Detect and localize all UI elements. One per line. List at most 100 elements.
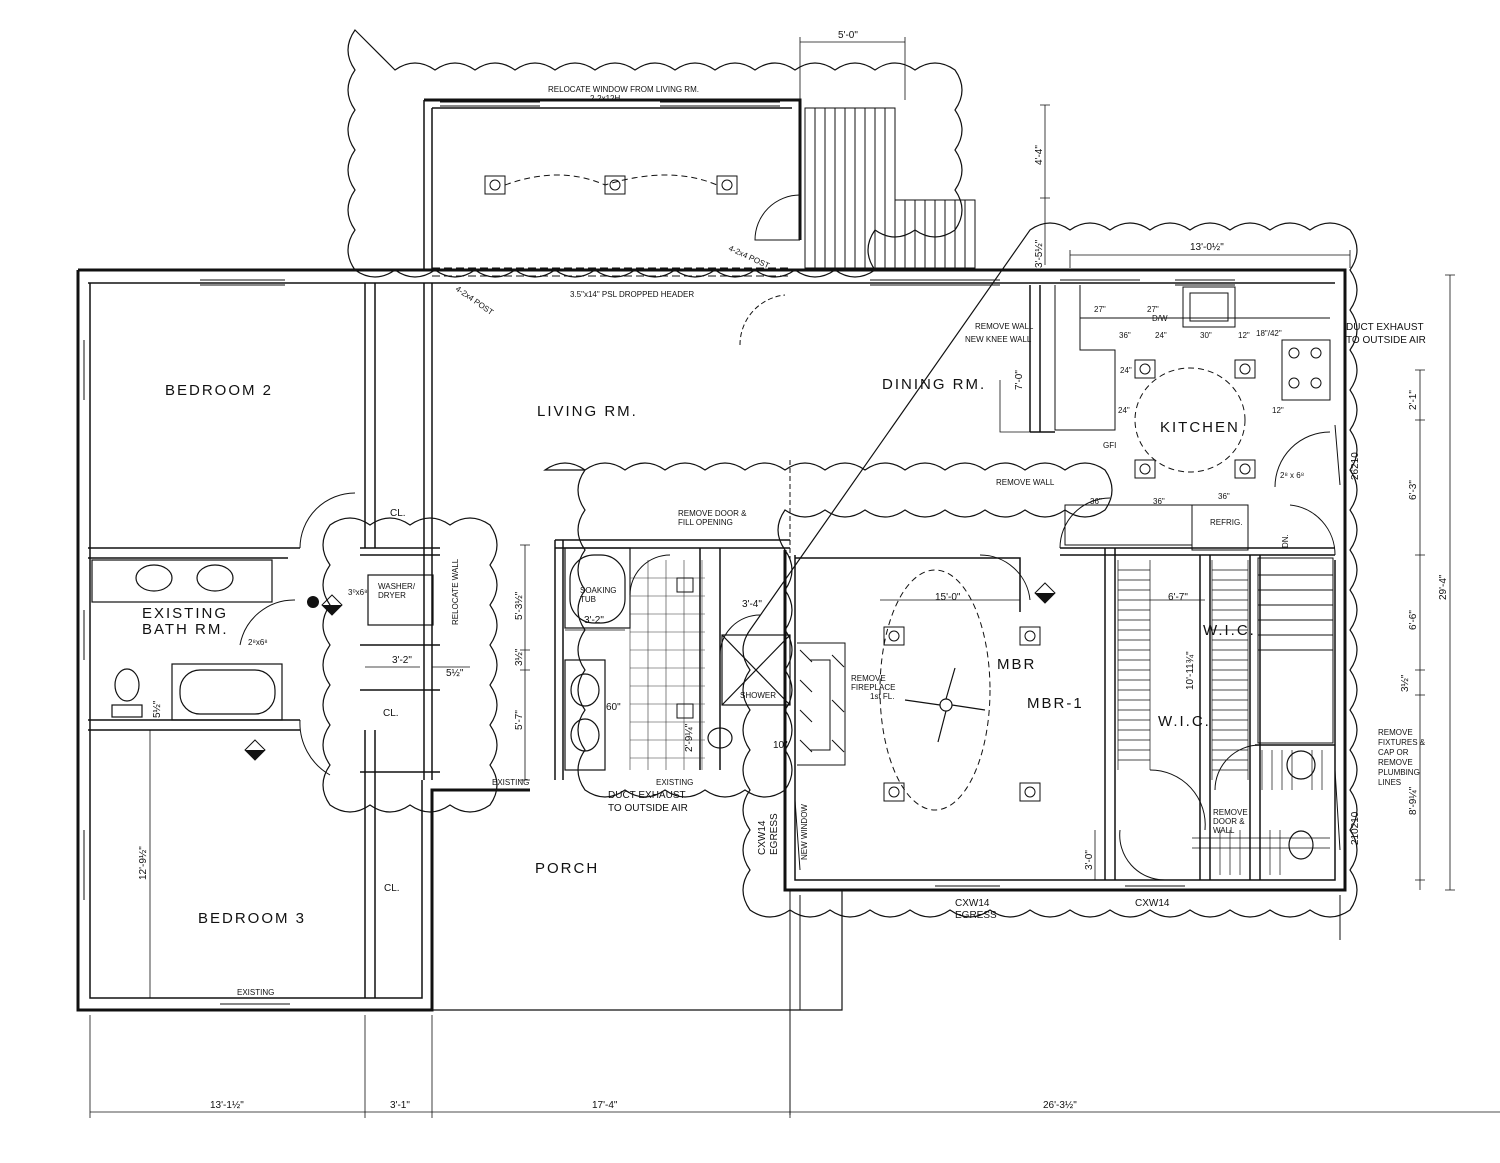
room-label-living: LIVING RM.: [537, 403, 638, 420]
room-label-wic-2: W.I.C.: [1158, 713, 1211, 730]
dim-cab-36b: 36": [1090, 497, 1102, 506]
dim-bottom-26-3: 26'-3½": [1043, 1100, 1077, 1111]
note-egress-bottom-1: CXW14: [955, 898, 990, 909]
dim-mbr-3-0: 3'-0": [1084, 850, 1095, 870]
revision-cloud-deck: [347, 29, 963, 278]
dim-cab-36: 36": [1119, 331, 1131, 340]
note-soaking-tub-2: TUB: [580, 595, 596, 604]
revision-cloud-bath: [543, 462, 1113, 798]
dim-wic-6-7: 6'-7": [1168, 592, 1188, 603]
note-relocate-wall: RELOCATE WALL: [451, 558, 460, 625]
dim-laundry-3-2: 3'-2": [392, 655, 412, 666]
note-fixtures-2: FIXTURES &: [1378, 738, 1426, 747]
dim-cab-12b: 12": [1272, 406, 1284, 415]
dim-bath-10: 10": [773, 740, 788, 751]
dim-cab-12: 12": [1238, 331, 1250, 340]
room-labels: BEDROOM 2 BEDROOM 3 EXISTING BATH RM. LI…: [142, 376, 1256, 927]
dim-door-bath: 2⁸x6⁸: [248, 638, 268, 647]
dim-right-half: 3½": [1400, 674, 1411, 692]
room-label-bath-rm: BATH RM.: [142, 621, 229, 638]
revision-cloud-laundry: [322, 517, 498, 813]
note-fixtures-6: LINES: [1378, 778, 1401, 787]
note-egress-bottom-2: EGRESS: [955, 910, 997, 921]
room-label-closet-1: CL.: [390, 508, 406, 519]
dim-cab-36c: 36": [1153, 497, 1165, 506]
dim-kitchen-width: 13'-0½": [1190, 242, 1224, 253]
dim-bath-3-2: 3'-2": [584, 615, 604, 626]
dim-door-kitchen: 2⁸ x 6⁸: [1280, 471, 1304, 480]
dim-bath-3-4: 3'-4": [742, 599, 762, 610]
bath-fixtures: [91, 547, 1316, 860]
dim-cab-24: 24": [1155, 331, 1167, 340]
dim-bottom-3-1: 3'-1": [390, 1100, 410, 1111]
dim-right-6-6: 6'-6": [1408, 610, 1419, 630]
note-fixtures-3: CAP OR: [1378, 748, 1409, 757]
dim-bed3-12-9: 12'-9½": [138, 846, 149, 880]
note-duct-bath-1: DUCT EXHAUST: [608, 790, 686, 801]
note-egress-left-2: EGRESS: [769, 813, 780, 855]
room-label-mbr-1: MBR-1: [1027, 695, 1084, 712]
note-egress-left-1: CXW14: [757, 820, 768, 855]
note-remove-door-1: REMOVE DOOR &: [678, 509, 747, 518]
note-post-left: 4-2x4 POST: [454, 284, 495, 317]
note-new-knee-wall: NEW KNEE WALL: [965, 335, 1032, 344]
room-label-bedroom-3: BEDROOM 3: [198, 910, 306, 927]
dimension-labels: 5'-0" 4'-4" 3'-5½" 13'-0½" 7'-0" 2'-1" 6…: [138, 30, 1449, 1111]
note-dn: DN.: [1281, 534, 1290, 548]
note-fixtures-4: REMOVE: [1378, 758, 1413, 767]
dim-laundry-half: 5½": [446, 668, 464, 679]
dim-cab-27b: 27": [1147, 305, 1159, 314]
dimension-lines: [89, 37, 1500, 1118]
dim-bath-3-half: 3½": [514, 648, 525, 666]
note-relocate-window-size: 2-2x12H.: [590, 94, 622, 103]
note-window-26210: 26210: [1350, 452, 1361, 480]
room-label-dining: DINING RM.: [882, 376, 986, 393]
dim-mbr-15-0: 15'-0": [935, 592, 961, 603]
dim-right-6-3: 6'-3": [1408, 480, 1419, 500]
dim-ext-5-half: 5½": [152, 700, 163, 718]
dim-offset: 3'-5½": [1034, 239, 1045, 268]
note-fireplace-2: FIREPLACE: [851, 683, 895, 692]
note-window-210210: 210210: [1350, 811, 1361, 845]
note-relocate-window: RELOCATE WINDOW FROM LIVING RM.: [548, 85, 699, 94]
dim-bottom-17-4: 17'-4": [592, 1100, 618, 1111]
dim-cab-24b: 24": [1118, 406, 1130, 415]
exterior-walls: [76, 98, 1347, 1115]
tile-floor: [629, 560, 705, 770]
dim-door-laundry: 3⁰x6⁸: [348, 588, 367, 597]
note-existing-porch-2: EXISTING: [656, 778, 693, 787]
note-existing-porch-1: EXISTING: [492, 778, 529, 787]
dim-deck-depth: 4'-4": [1034, 145, 1045, 165]
note-fireplace-1: REMOVE: [851, 674, 886, 683]
interior-walls: [88, 283, 1335, 998]
room-label-wic-1: W.I.C.: [1203, 622, 1256, 639]
note-remove-door-wall-2: DOOR &: [1213, 817, 1245, 826]
smoke-detector-icon: [244, 582, 1056, 761]
dim-bath-60: 60": [606, 702, 621, 713]
note-soaking-tub-1: SOAKING: [580, 586, 616, 595]
note-washer: WASHER/: [378, 582, 416, 591]
note-dw: D/W: [1152, 314, 1168, 323]
dim-bath-5-7: 5'-7": [514, 710, 525, 730]
note-new-window: NEW WINDOW: [800, 804, 809, 860]
dim-bath-5-3: 5'-3½": [514, 591, 525, 620]
dim-dining-7-0: 7'-0": [1014, 370, 1025, 390]
note-remove-door-wall-3: WALL: [1213, 826, 1235, 835]
dim-cab-18-42: 18"/42": [1256, 329, 1282, 338]
room-label-closet-3: CL.: [384, 883, 400, 894]
dim-cab-30: 30": [1200, 331, 1212, 340]
ceiling-fan-icon: [904, 667, 986, 743]
light-fixtures: [484, 174, 1256, 811]
note-duct-kitchen-1: DUCT EXHAUST: [1346, 322, 1424, 333]
note-existing-bed3: EXISTING: [237, 988, 274, 997]
note-remove-door-2: FILL OPENING: [678, 518, 733, 527]
room-label-kitchen: KITCHEN: [1160, 419, 1240, 436]
dim-cab-27a: 27": [1094, 305, 1106, 314]
interior-stairs: [1257, 557, 1334, 744]
dim-cab-24a: 24": [1120, 366, 1132, 375]
note-cxw14: CXW14: [1135, 898, 1170, 909]
note-duct-bath-2: TO OUTSIDE AIR: [608, 803, 688, 814]
room-label-porch: PORCH: [535, 860, 599, 877]
note-shower: SHOWER: [740, 691, 776, 700]
